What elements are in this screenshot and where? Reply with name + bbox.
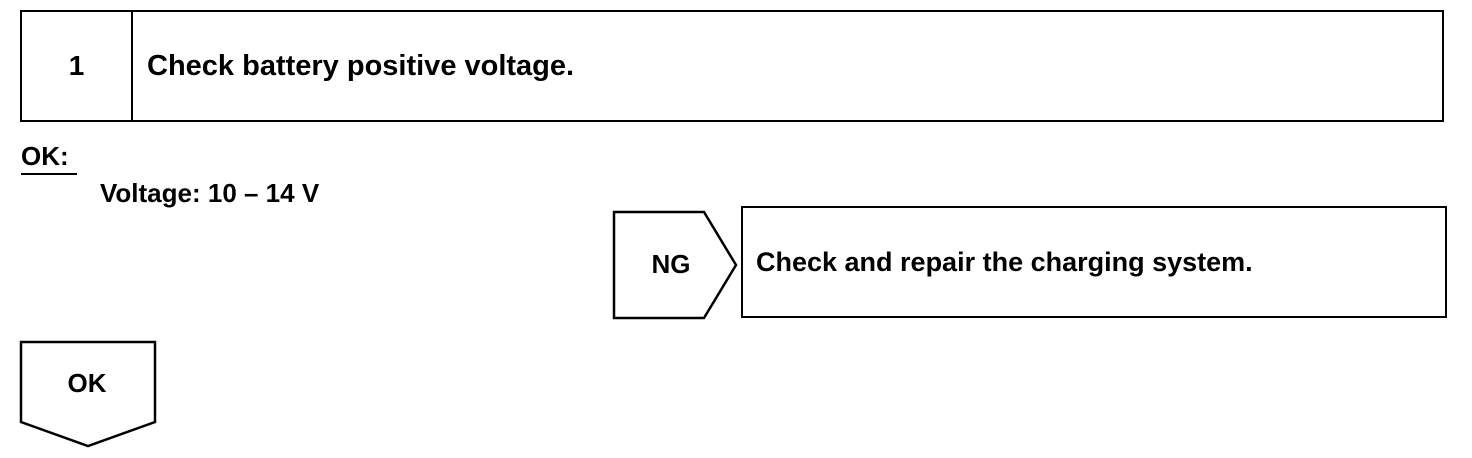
voltage-spec: Voltage: 10 – 14 V xyxy=(100,178,320,208)
step-title: Check battery positive voltage. xyxy=(147,49,575,82)
ok-criteria-underline xyxy=(21,173,77,175)
step-box xyxy=(20,10,1444,122)
ng-action-text: Check and repair the charging system. xyxy=(756,246,1253,277)
ok-criteria-label: OK: xyxy=(21,141,69,171)
ng-arrow-shape xyxy=(612,210,738,320)
ng-action-box xyxy=(741,206,1447,318)
step-divider xyxy=(131,10,133,122)
ng-label: NG xyxy=(651,248,691,279)
ok-arrow-shape xyxy=(19,340,157,448)
step-number: 1 xyxy=(68,50,85,81)
ok-arrow-label: OK xyxy=(67,367,107,398)
